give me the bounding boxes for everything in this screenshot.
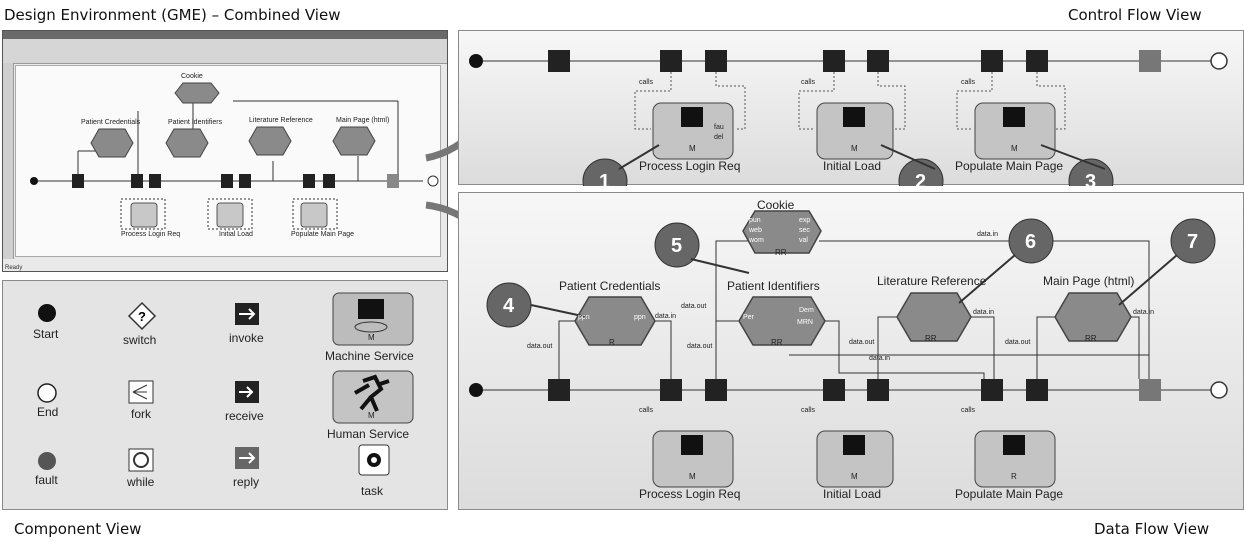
df-port-mrn: MRN xyxy=(797,319,813,326)
cf-badge-1: 1 xyxy=(599,171,611,193)
df-calls-3: calls xyxy=(961,407,976,414)
gme-side-toolbar[interactable] xyxy=(3,63,14,259)
gme-label-cookie: Cookie xyxy=(181,73,203,80)
gme-titlebar xyxy=(3,31,447,39)
cf-badge-2: 2 xyxy=(915,171,927,193)
cf-badge-3: 3 xyxy=(1085,171,1097,193)
cf-m-badge-2: M xyxy=(851,144,858,153)
caption-design-environment: Design Environment (GME) – Combined View xyxy=(4,6,341,24)
gme-label-populate-main: Populate Main Page xyxy=(291,231,355,238)
df-data-in-main: data.in xyxy=(1133,309,1155,316)
df-calls-2: calls xyxy=(801,407,816,414)
component-machine-service-label: Machine Service xyxy=(325,349,414,363)
gme-label-patient-credentials: Patient Credentials xyxy=(81,119,141,126)
component-receive-label: receive xyxy=(225,409,264,423)
svg-text:?: ? xyxy=(138,309,146,324)
gme-status: Ready xyxy=(5,265,23,271)
cf-m-badge-3: M xyxy=(1011,144,1018,153)
cf-service-populate-main: Populate Main Page xyxy=(955,159,1064,173)
df-badge-5: 5 xyxy=(671,235,683,257)
df-service-badge-2: M xyxy=(851,472,858,481)
df-port-sec: sec xyxy=(799,227,810,234)
df-label-literature-reference: Literature Reference xyxy=(877,274,987,288)
cf-calls-3: calls xyxy=(961,79,976,86)
df-rr-literature: RR xyxy=(925,334,937,343)
gme-window: Ready xyxy=(2,30,448,272)
df-label-patient-credentials: Patient Credentials xyxy=(559,279,661,293)
df-data-out-credentials: data.out xyxy=(527,343,553,350)
gme-toolbar[interactable] xyxy=(3,39,447,64)
cf-service-initial-load: Initial Load xyxy=(823,159,882,173)
df-port-web: web xyxy=(749,227,762,234)
df-service-process-login: Process Login Req xyxy=(639,487,741,501)
component-human-service-label: Human Service xyxy=(327,427,410,441)
gme-label-initial-load: Initial Load xyxy=(219,231,253,238)
df-data-in-credentials: data.in xyxy=(655,313,677,320)
df-port-exp: exp xyxy=(799,217,811,224)
df-data-out-process: data.out xyxy=(687,343,713,350)
df-label-cookie: Cookie xyxy=(757,198,795,212)
df-badge-7: 7 xyxy=(1187,231,1199,253)
cf-port-fau: fau xyxy=(714,124,724,131)
df-badge-4: 4 xyxy=(503,295,515,317)
component-switch-label: switch xyxy=(123,333,157,347)
gme-label-patient-identifiers: Patient Identifiers xyxy=(168,119,223,126)
component-invoke-label: invoke xyxy=(229,331,264,345)
gme-label-main-page: Main Page (html) xyxy=(336,117,390,124)
cf-port-del: del xyxy=(714,134,724,141)
control-flow-diagram xyxy=(469,50,1228,186)
df-calls-1: calls xyxy=(639,407,654,414)
df-data-in-identifiers: data.in xyxy=(869,355,891,362)
caption-data-flow: Data Flow View xyxy=(1094,520,1210,538)
df-service-badge-3: R xyxy=(1011,472,1017,481)
cf-calls-1: calls xyxy=(639,79,654,86)
df-label-patient-identifiers: Patient Identifiers xyxy=(727,279,820,293)
gme-diagram xyxy=(30,82,439,230)
component-fault-label: fault xyxy=(35,473,58,487)
component-fork-label: fork xyxy=(131,407,152,421)
df-data-in-cookie: data.in xyxy=(977,231,999,238)
component-task-label: task xyxy=(361,484,384,498)
df-service-initial-load: Initial Load xyxy=(823,487,882,501)
component-while-label: while xyxy=(127,475,155,489)
df-port-wom: wom xyxy=(749,237,764,244)
cf-calls-2: calls xyxy=(801,79,816,86)
component-reply-label: reply xyxy=(233,475,260,489)
df-port-ppn-out: ppn xyxy=(634,314,646,321)
machine-service-badge: M xyxy=(368,333,375,342)
df-port-ppn-in: ppn xyxy=(578,314,590,321)
component-view: ? Start End fault switch fork while invo… xyxy=(2,280,448,510)
df-port-pun: pun xyxy=(749,217,761,224)
gme-label-process-login: Process Login Req xyxy=(121,231,181,238)
component-end-label: End xyxy=(37,405,59,419)
cf-m-badge-1: M xyxy=(689,144,696,153)
caption-control-flow: Control Flow View xyxy=(1068,6,1202,24)
df-port-dem: Dem xyxy=(799,307,814,314)
component-icons: ? xyxy=(37,292,414,476)
df-rr-main: RR xyxy=(1085,334,1097,343)
df-badge-6: 6 xyxy=(1025,231,1037,253)
df-label-main-page: Main Page (html) xyxy=(1043,274,1135,288)
df-port-val: val xyxy=(799,237,808,244)
df-rr-identifiers: RR xyxy=(771,338,783,347)
human-service-badge: M xyxy=(368,411,375,420)
gme-label-literature-reference: Literature Reference xyxy=(249,117,313,124)
data-flow-view: 4 5 6 7 Cookie Patient Credentials Patie… xyxy=(458,192,1244,510)
df-data-out-identifiers: data.out xyxy=(681,303,707,310)
df-service-populate-main: Populate Main Page xyxy=(955,487,1064,501)
df-data-in-literature: data.in xyxy=(973,309,995,316)
df-rr-cookie: RR xyxy=(775,248,787,257)
component-start-label: Start xyxy=(33,327,59,341)
df-data-out-main: data.out xyxy=(1005,339,1031,346)
control-flow-view: 1 2 3 Process Login Req Initial Load Pop… xyxy=(458,30,1244,193)
df-r-credentials: R xyxy=(609,338,615,347)
data-flow-diagram xyxy=(469,210,1228,488)
df-service-badge-1: M xyxy=(689,472,696,481)
df-port-per: Per xyxy=(743,314,754,321)
caption-component-view: Component View xyxy=(14,520,142,538)
df-data-out-literature: data.out xyxy=(849,339,875,346)
cf-service-process-login: Process Login Req xyxy=(639,159,741,173)
